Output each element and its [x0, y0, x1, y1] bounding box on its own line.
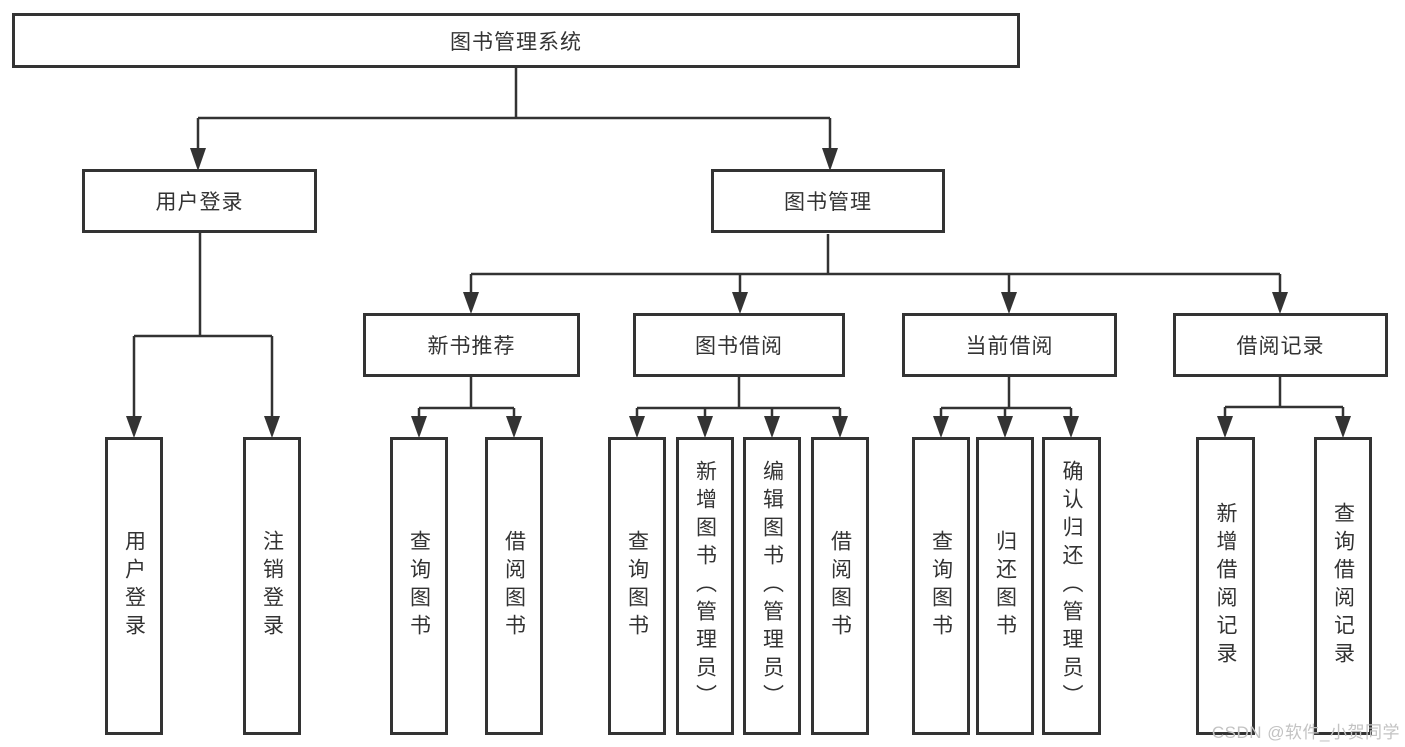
leaf-query-book-current: 查询图书	[912, 437, 970, 735]
leaf-confirm-return-admin-label: 确认归还（管理员）	[1060, 460, 1083, 712]
node-book-management: 图书管理	[711, 169, 945, 233]
leaf-add-borrow-record: 新增借阅记录	[1196, 437, 1255, 735]
node-user-login: 用户登录	[82, 169, 317, 233]
node-new-book-recommend-label: 新书推荐	[427, 335, 516, 358]
leaf-add-book-admin: 新增图书（管理员）	[676, 437, 734, 735]
node-current-borrow-label: 当前借阅	[965, 335, 1054, 358]
leaf-user-login: 用户登录	[105, 437, 163, 735]
node-book-management-label: 图书管理	[784, 191, 872, 214]
leaf-query-borrow-record-label: 查询借阅记录	[1331, 502, 1355, 670]
node-borrow-records-label: 借阅记录	[1236, 335, 1325, 358]
leaf-borrow-book-label: 借阅图书	[828, 530, 852, 642]
node-root: 图书管理系统	[12, 13, 1020, 68]
node-current-borrow: 当前借阅	[902, 313, 1117, 377]
node-book-borrow-label: 图书借阅	[695, 335, 783, 358]
leaf-edit-book-admin-label: 编辑图书（管理员）	[760, 460, 784, 712]
leaf-query-borrow-record: 查询借阅记录	[1314, 437, 1372, 735]
node-user-login-label: 用户登录	[155, 191, 244, 214]
leaf-query-book-recommend-label: 查询图书	[407, 530, 431, 642]
node-new-book-recommend: 新书推荐	[363, 313, 580, 377]
leaf-return-book-label: 归还图书	[993, 530, 1017, 642]
leaf-query-book-borrow: 查询图书	[608, 437, 666, 735]
leaf-return-book: 归还图书	[976, 437, 1034, 735]
csdn-watermark: CSDN @软件_小贺同学	[1211, 723, 1400, 742]
leaf-borrow-book-recommend: 借阅图书	[485, 437, 543, 735]
node-root-label: 图书管理系统	[450, 30, 582, 54]
leaf-add-book-admin-label: 新增图书（管理员）	[693, 460, 717, 712]
leaf-edit-book-admin: 编辑图书（管理员）	[743, 437, 801, 735]
node-book-borrow: 图书借阅	[633, 313, 845, 377]
leaf-query-book-recommend: 查询图书	[390, 437, 448, 735]
leaf-borrow-book: 借阅图书	[811, 437, 869, 735]
leaf-logout-label: 注销登录	[260, 530, 284, 642]
leaf-query-book-borrow-label: 查询图书	[625, 530, 649, 642]
leaf-user-login-label: 用户登录	[122, 530, 146, 642]
leaf-add-borrow-record-label: 新增借阅记录	[1214, 502, 1237, 670]
leaf-query-book-current-label: 查询图书	[929, 530, 953, 642]
leaf-confirm-return-admin: 确认归还（管理员）	[1042, 437, 1101, 735]
node-borrow-records: 借阅记录	[1173, 313, 1388, 377]
leaf-borrow-book-recommend-label: 借阅图书	[502, 530, 526, 642]
leaf-logout: 注销登录	[243, 437, 301, 735]
